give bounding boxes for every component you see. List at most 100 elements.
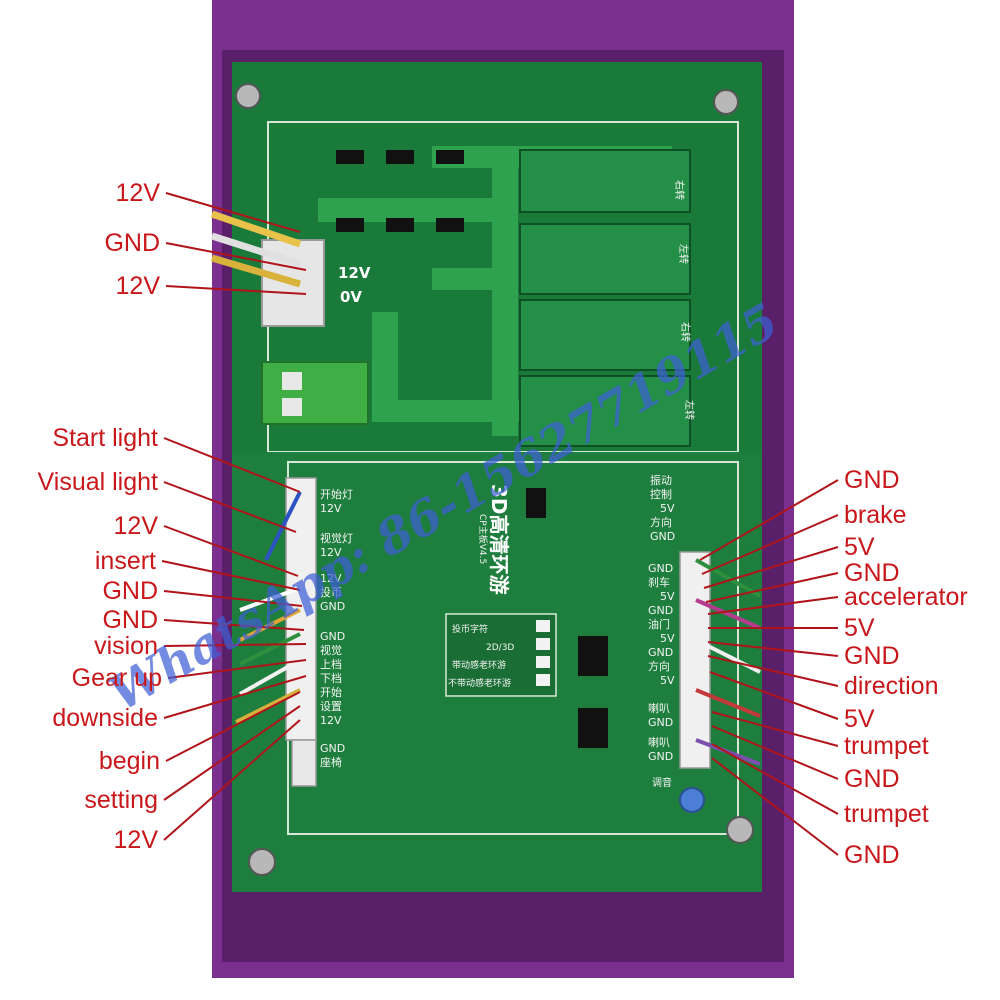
silk-label: 视觉 bbox=[320, 643, 342, 657]
silk-label: 5V bbox=[660, 590, 675, 603]
silk-label: 12V bbox=[320, 714, 342, 727]
screw bbox=[248, 848, 276, 876]
leader-line bbox=[709, 671, 839, 720]
wire bbox=[695, 558, 761, 598]
leader-line bbox=[163, 590, 303, 607]
transistor bbox=[386, 218, 414, 232]
dip-label: 2D/3D bbox=[486, 643, 514, 653]
wire bbox=[239, 586, 301, 612]
trace bbox=[372, 400, 522, 422]
transistor bbox=[436, 150, 464, 164]
leader-line bbox=[699, 479, 839, 561]
left-label: GND bbox=[102, 577, 158, 605]
volume-silk: 调音 bbox=[652, 776, 672, 789]
wire bbox=[235, 688, 301, 724]
trace bbox=[492, 146, 518, 436]
silk-label: GND bbox=[648, 716, 673, 729]
wire bbox=[210, 232, 302, 268]
wire bbox=[695, 688, 761, 718]
silk-label: 控制 bbox=[650, 487, 672, 501]
leader-line bbox=[163, 619, 305, 631]
leader-line bbox=[711, 743, 839, 815]
power-wires bbox=[210, 210, 302, 288]
leader-line bbox=[705, 572, 839, 603]
screw bbox=[713, 89, 739, 115]
silk-label: GND bbox=[650, 530, 675, 543]
dip-switch bbox=[536, 674, 550, 686]
left-label: setting bbox=[84, 786, 158, 814]
silk-label: GND bbox=[320, 630, 345, 643]
leader-line bbox=[165, 192, 301, 233]
leader-line bbox=[711, 757, 839, 856]
silk-label: 下档 bbox=[320, 671, 342, 685]
volume-knob bbox=[679, 787, 705, 813]
silk-label: 5V bbox=[660, 632, 675, 645]
transistor bbox=[436, 218, 464, 232]
silk-label: 喇叭 bbox=[648, 735, 670, 749]
silk-label: 开始灯 bbox=[320, 487, 353, 501]
left-label: 12V bbox=[115, 179, 160, 207]
ic-chips bbox=[578, 636, 608, 748]
leader-line bbox=[165, 242, 307, 271]
leader-line bbox=[165, 691, 301, 762]
silk-label: 视觉灯 bbox=[320, 531, 353, 545]
terminal-screw bbox=[282, 372, 302, 390]
power-silk-12v: 12V bbox=[338, 264, 371, 282]
right-label: brake bbox=[844, 501, 907, 529]
board-model: 3D高清环游 bbox=[487, 484, 511, 595]
transistor bbox=[336, 218, 364, 232]
relay-module bbox=[519, 149, 691, 213]
silk-label: 刹车 bbox=[648, 575, 670, 589]
silk-label: 方向 bbox=[648, 659, 670, 673]
board-version: CP主板V4.5 bbox=[477, 514, 489, 564]
leader-line bbox=[163, 643, 307, 647]
left-label: Gear up bbox=[71, 664, 162, 692]
leader-line bbox=[707, 596, 839, 615]
silk-label: 油门 bbox=[648, 617, 670, 631]
wire bbox=[239, 658, 301, 696]
silk-label: 开始 bbox=[320, 685, 342, 699]
ic-chip bbox=[578, 708, 608, 748]
left-label: Visual light bbox=[37, 468, 158, 496]
leader-line bbox=[701, 514, 839, 575]
dip-label: 带动感老环游 bbox=[452, 659, 506, 671]
left-label: GND bbox=[102, 606, 158, 634]
dip-switch bbox=[536, 620, 550, 632]
wire bbox=[210, 210, 302, 248]
ic-chip bbox=[578, 636, 608, 676]
silk-label: 振动 bbox=[650, 473, 672, 487]
leader-line bbox=[163, 675, 307, 719]
leader-line bbox=[163, 705, 301, 801]
relay-module bbox=[519, 223, 691, 295]
right-label: trumpet bbox=[844, 732, 929, 760]
left-label: downside bbox=[52, 704, 158, 732]
terminal-screw bbox=[282, 398, 302, 416]
signal-wires bbox=[235, 491, 761, 766]
top-right-silk: 振动 控制 5V 方向 GND bbox=[650, 473, 675, 543]
leader-line bbox=[711, 725, 839, 780]
screw bbox=[235, 83, 261, 109]
wire bbox=[264, 491, 302, 561]
silk-label: 上档 bbox=[320, 657, 342, 671]
leader-line bbox=[167, 659, 307, 679]
relay-label: 左转 bbox=[683, 400, 696, 420]
right-label: direction bbox=[844, 672, 939, 700]
leader-line bbox=[161, 560, 301, 591]
right-label: 5V bbox=[844, 614, 875, 642]
main-chip bbox=[526, 488, 546, 518]
dip-switch bbox=[536, 656, 550, 668]
left-silk-labels: 开始灯 12V 视觉灯 12V 12V 投币 GND GND 视觉 上档 下档 … bbox=[320, 487, 353, 769]
silk-label: 12V bbox=[320, 572, 342, 585]
left-label: 12V bbox=[113, 826, 158, 854]
silk-label: GND bbox=[648, 646, 673, 659]
mounting-screws bbox=[235, 83, 754, 876]
right-label: GND bbox=[844, 466, 900, 494]
leader-line bbox=[165, 285, 307, 295]
leader-line bbox=[707, 655, 839, 687]
right-connector-strip bbox=[679, 551, 711, 769]
dip-switches bbox=[536, 620, 550, 686]
right-label: accelerator bbox=[844, 583, 968, 611]
silk-label: GND bbox=[320, 600, 345, 613]
left-label: 12V bbox=[115, 272, 160, 300]
